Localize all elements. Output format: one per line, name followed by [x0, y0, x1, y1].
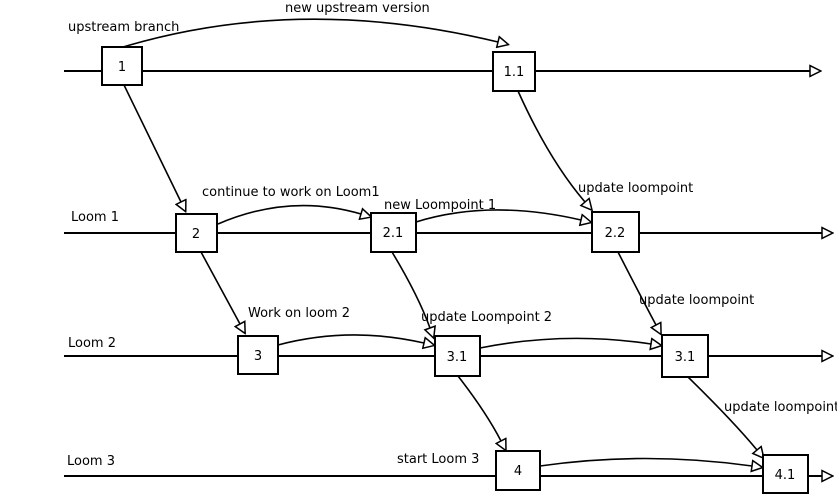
- edge-1-to-2: [123, 84, 181, 202]
- node-3.1-first: 3.1: [434, 335, 481, 377]
- edge-2-to-3: [200, 251, 240, 324]
- edge-label-update-loompoint-3: update loompoint: [639, 293, 754, 308]
- node-4.1: 4.1: [762, 454, 809, 494]
- node-3.1-second-label: 3.1: [675, 350, 696, 365]
- edge-3-to-3.1: [277, 334, 424, 345]
- node-2.2: 2.2: [591, 211, 640, 253]
- node-3.1-second-box: [661, 334, 709, 378]
- edge-label-start-loom-3: start Loom 3: [397, 452, 479, 467]
- edge-1-to-1.1: [122, 18, 498, 47]
- node-3: 3: [237, 335, 279, 375]
- edge-label-continue-to-work-on-loom1: continue to work on Loom1: [202, 185, 380, 200]
- edge-4-to-4.1: [539, 457, 752, 467]
- node-1-box: [101, 46, 143, 86]
- node-3.1-first-label: 3.1: [447, 350, 468, 365]
- node-3.1-second: 3.1: [661, 334, 709, 378]
- node-1: 1: [101, 46, 143, 86]
- edge-3.1-to-3.1: [479, 338, 651, 348]
- node-1.1: 1.1: [492, 51, 536, 92]
- node-2-label: 2: [192, 227, 200, 242]
- edge-3.1-to-4: [457, 375, 501, 441]
- node-2.2-label: 2.2: [605, 226, 626, 241]
- edge-label-update-loompoint-4: update loompoint: [724, 400, 837, 415]
- edge-2.1-to-2.2: [415, 209, 581, 222]
- node-4: 4: [495, 450, 541, 491]
- edge-label-update-loompoint-2: update Loompoint 2: [421, 310, 552, 325]
- node-2.1-label: 2.1: [383, 226, 404, 241]
- edge-2.2-to-3.1: [617, 251, 656, 325]
- edge-2.1-to-3.1: [391, 251, 430, 328]
- node-2-box: [175, 213, 218, 253]
- node-3-label: 3: [254, 349, 262, 364]
- edge-label-new-loompoint-1: new Loompoint 1: [384, 198, 496, 213]
- edge-3.1-to-4.1: [687, 376, 757, 450]
- node-3.1-first-box: [434, 335, 481, 377]
- node-4-label: 4: [514, 464, 522, 479]
- node-1.1-box: [492, 51, 536, 92]
- node-4.1-box: [762, 454, 809, 494]
- lane-label-loom3: Loom 3: [67, 454, 115, 469]
- node-4.1-label: 4.1: [775, 468, 796, 483]
- edge-label-update-loompoint-1: update loompoint: [578, 181, 693, 196]
- node-2.1: 2.1: [370, 212, 417, 253]
- edge-1.1-to-2.2: [517, 90, 585, 202]
- node-2: 2: [175, 213, 218, 253]
- node-1.1-label: 1.1: [504, 65, 525, 80]
- lane-label-loom1: Loom 1: [71, 210, 119, 225]
- edge-label-new-upstream-version: new upstream version: [285, 1, 430, 16]
- node-4-box: [495, 450, 541, 491]
- node-2.2-box: [591, 211, 640, 253]
- node-3-box: [237, 335, 279, 375]
- node-2.1-box: [370, 212, 417, 253]
- node-1-label: 1: [118, 60, 126, 75]
- edge-label-work-on-loom-2: Work on loom 2: [248, 306, 350, 321]
- edge-2-to-2.1: [217, 204, 361, 225]
- lane-label-upstream-branch: upstream branch: [68, 20, 179, 35]
- lane-label-loom2: Loom 2: [68, 336, 116, 351]
